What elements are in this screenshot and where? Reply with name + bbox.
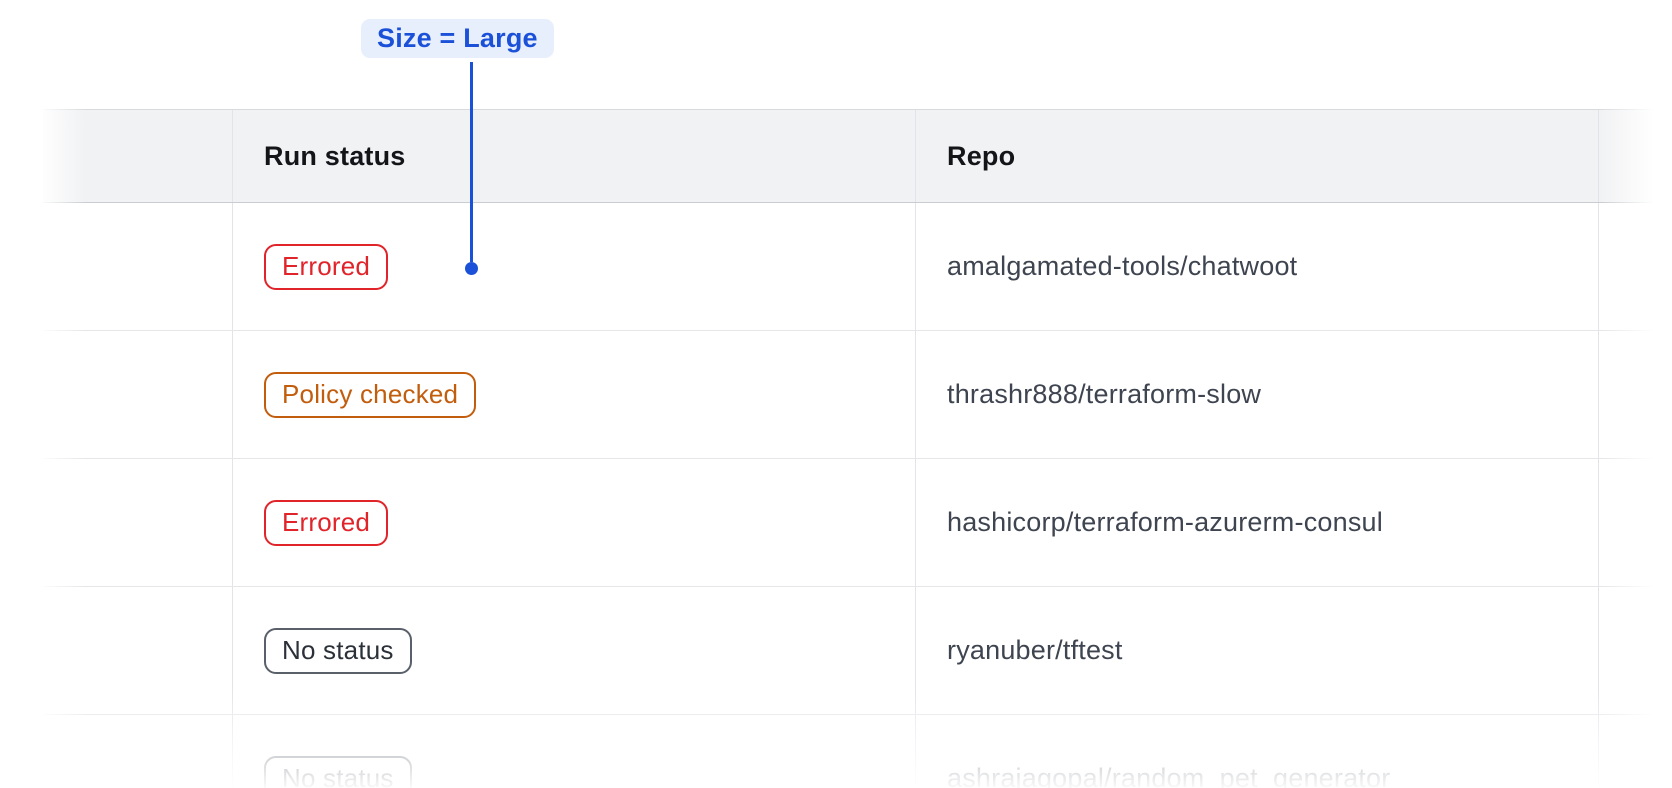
repo-cell: hashicorp/terraform-azurerm-consul <box>915 459 1598 586</box>
table-row[interactable]: Errored hashicorp/terraform-azurerm-cons… <box>43 459 1654 587</box>
stub-cell <box>1598 331 1654 458</box>
row-leading-cell <box>43 587 232 714</box>
run-status-badge: No status <box>264 627 412 674</box>
row-leading-cell <box>43 203 232 330</box>
run-status-cell: No status <box>232 715 915 788</box>
run-status-cell: Policy checked <box>232 331 915 458</box>
table-row[interactable]: Errored amalgamated-tools/chatwoot <box>43 203 1654 331</box>
row-leading-cell <box>43 459 232 586</box>
column-header-repo: Repo <box>915 110 1598 202</box>
size-annotation-label: Size = Large <box>361 19 554 58</box>
stub-cell <box>1598 203 1654 330</box>
run-status-cell: No status <box>232 587 915 714</box>
row-leading-cell <box>43 331 232 458</box>
runs-table: Run status Repo Errored amalgamated-tool… <box>43 109 1654 788</box>
repo-cell: amalgamated-tools/chatwoot <box>915 203 1598 330</box>
size-annotation-pointer-dot <box>465 262 478 275</box>
run-status-cell: Errored <box>232 459 915 586</box>
run-status-badge: Errored <box>264 243 389 290</box>
row-leading-cell <box>43 715 232 788</box>
table-header-row: Run status Repo <box>43 109 1654 203</box>
repo-cell: thrashr888/terraform-slow <box>915 331 1598 458</box>
run-status-badge: Errored <box>264 499 389 546</box>
run-status-cell: Errored <box>232 203 915 330</box>
repo-cell: ryanuber/tftest <box>915 587 1598 714</box>
column-header-run-status: Run status <box>232 110 915 202</box>
table-row[interactable]: No status ryanuber/tftest <box>43 587 1654 715</box>
stub-cell <box>1598 715 1654 788</box>
stub-cell <box>1598 587 1654 714</box>
table-row[interactable]: Policy checked thrashr888/terraform-slow <box>43 331 1654 459</box>
stub-cell <box>1598 459 1654 586</box>
repo-cell: ashrajagopal/random_pet_generator <box>915 715 1598 788</box>
run-status-badge: Policy checked <box>264 371 477 418</box>
column-header-leading <box>43 110 232 202</box>
column-header-stub <box>1598 110 1654 202</box>
size-annotation-pointer-line <box>470 62 473 262</box>
run-status-badge: No status <box>264 755 412 788</box>
table-row[interactable]: No status ashrajagopal/random_pet_genera… <box>43 715 1654 788</box>
